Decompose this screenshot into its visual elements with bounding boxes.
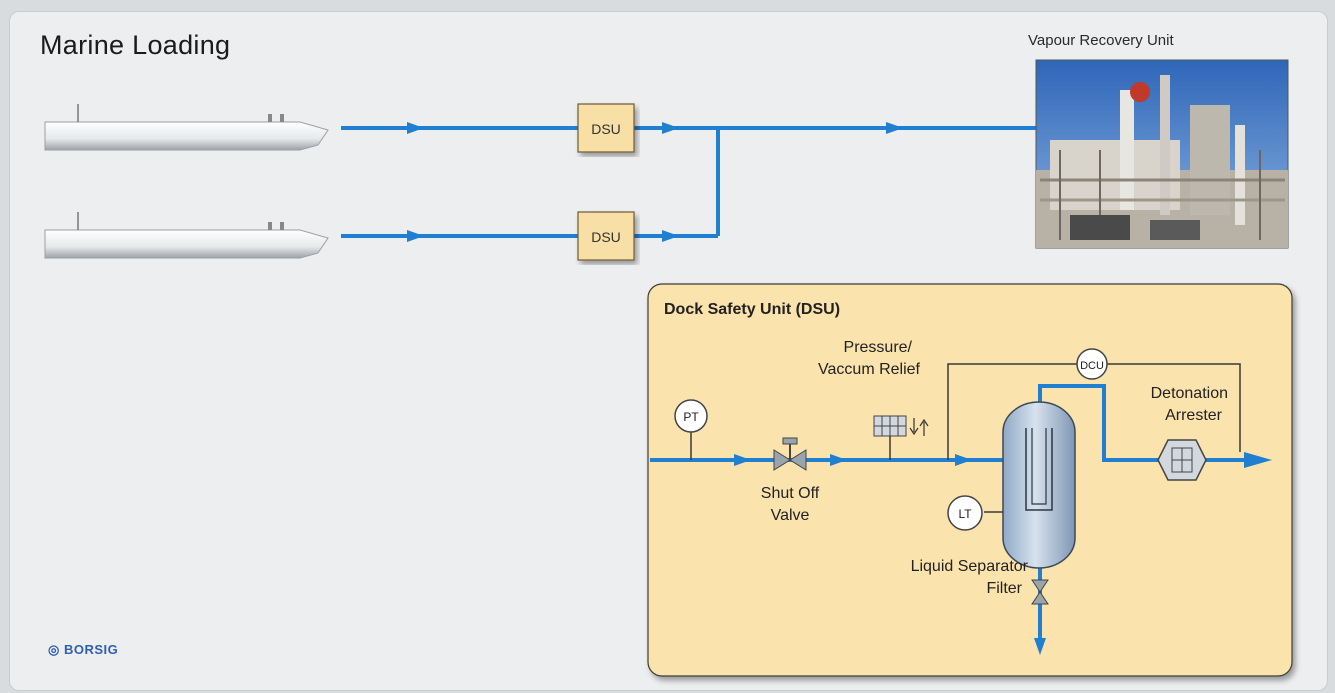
dcu-tag: DCU [1080,360,1104,372]
detonation-arrester[interactable] [1157,439,1207,481]
shut-off-valve[interactable] [773,437,807,471]
diagram-title: Marine Loading [40,30,231,60]
vru-label: Vapour Recovery Unit [1028,32,1174,49]
lt-instrument[interactable]: LT [947,495,983,531]
pressure-vacuum-relief[interactable] [873,415,929,437]
drain-valve[interactable] [1031,579,1049,605]
pt-tag: PT [683,410,699,424]
dsu-label-bottom: DSU [591,229,621,245]
pv-relief-label-2: Vaccum Relief [818,361,921,378]
dcu-instrument[interactable]: DCU [1076,348,1108,380]
pt-instrument[interactable]: PT [674,399,708,433]
tanker-ship-bottom [44,212,329,259]
tanker-ship-top [44,104,329,151]
lt-tag: LT [958,507,972,521]
borsig-logo: ◎ BORSIG [48,642,119,657]
vapour-lines [341,126,1040,238]
flow-arrows-panel [734,452,1272,655]
separator-label-1: Liquid Separator [911,558,1029,575]
dsu-label-top: DSU [591,121,621,137]
dsu-detail-panel: Dock Safety Unit (DSU) DCU PT [647,283,1293,677]
logo-text: BORSIG [63,642,119,657]
shutoff-label-2: Valve [771,507,810,524]
dsu-box-top[interactable]: DSU [577,103,635,153]
dsu-box-bottom[interactable]: DSU [577,211,635,261]
panel-title: Dock Safety Unit (DSU) [664,301,840,318]
flow-arrows-top [407,122,903,242]
pv-relief-label-1: Pressure/ [844,339,913,356]
arrester-label-1: Detonation [1151,385,1228,402]
shutoff-label-1: Shut Off [761,485,820,502]
arrester-label-2: Arrester [1165,407,1223,424]
vapour-recovery-unit-photo [1035,59,1289,249]
separator-label-2: Filter [986,580,1022,597]
liquid-separator-vessel[interactable] [1002,401,1076,569]
